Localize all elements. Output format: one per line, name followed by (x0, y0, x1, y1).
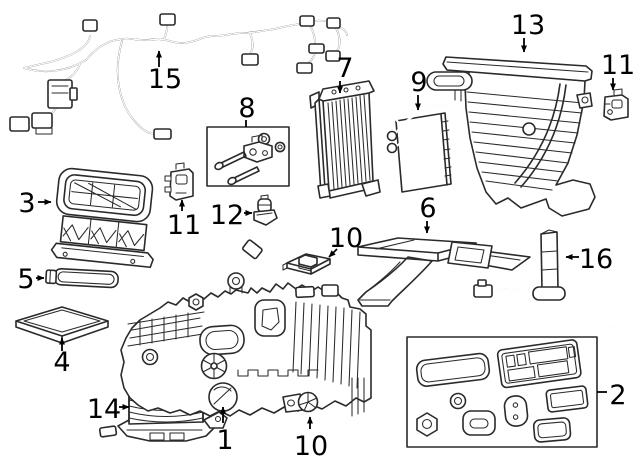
part-4-cabin-air-filter (15, 306, 109, 344)
callout-7: 7 (336, 53, 354, 94)
callout-2: 2 (597, 380, 627, 411)
callout-8: 8 (238, 93, 256, 127)
callout-label: 11 (601, 50, 635, 81)
callout-5: 5 (17, 264, 45, 295)
callout-4: 4 (53, 337, 71, 378)
part-6-duct-bracket (357, 237, 531, 307)
callout-label: 12 (210, 200, 244, 231)
part-9-heater-core (386, 102, 454, 193)
part-7-evaporator-core (309, 80, 381, 199)
callout-label: 6 (419, 193, 436, 224)
callout-label: 8 (238, 93, 255, 124)
part-8-hardware-kit (206, 126, 290, 187)
callout-11-middle: 11 (167, 199, 201, 241)
callout-10-lower: 10 (294, 416, 328, 462)
part-15-wiring-harness (9, 13, 348, 140)
callout-label: 2 (609, 380, 626, 411)
part-16-tube-and-wire (473, 229, 622, 328)
callout-15: 15 (148, 50, 182, 95)
callout-9: 9 (410, 67, 428, 111)
callout-11-top-right: 11 (601, 50, 635, 91)
part-5-seal-strip (45, 268, 119, 289)
part-11-bracket-right (603, 88, 629, 121)
callout-16: 16 (565, 244, 613, 275)
callout-13: 13 (511, 10, 545, 53)
part-10-upper-actuator (282, 253, 331, 275)
callout-10-upper: 10 (328, 223, 363, 258)
callout-3: 3 (18, 188, 52, 219)
part-12-sensor (242, 194, 278, 260)
callout-label: 13 (511, 10, 545, 41)
part-1-hvac-housing (120, 272, 372, 417)
callout-label: 7 (336, 53, 353, 84)
callout-14: 14 (87, 394, 130, 425)
part-10-lower-actuator (282, 391, 319, 413)
callout-label: 3 (18, 188, 35, 219)
callout-label: 5 (17, 264, 34, 295)
callout-label: 16 (579, 244, 613, 275)
part-13-cover-panel (426, 56, 596, 217)
callout-label: 9 (410, 67, 427, 98)
callout-label: 15 (148, 64, 182, 95)
callout-label: 1 (216, 425, 233, 456)
callout-label: 4 (53, 347, 70, 378)
callout-label: 14 (87, 394, 121, 425)
part-11-bracket-middle (164, 162, 194, 201)
callout-6: 6 (419, 193, 437, 234)
part-3-air-inlet-housing (50, 167, 154, 269)
part-2-seal-kit (406, 336, 598, 448)
callout-label: 11 (167, 210, 201, 241)
callout-label: 10 (329, 223, 363, 254)
callout-label: 10 (294, 431, 328, 462)
callout-1: 1 (216, 406, 234, 456)
callout-12: 12 (210, 200, 253, 231)
harness-connector-icon (82, 19, 98, 32)
